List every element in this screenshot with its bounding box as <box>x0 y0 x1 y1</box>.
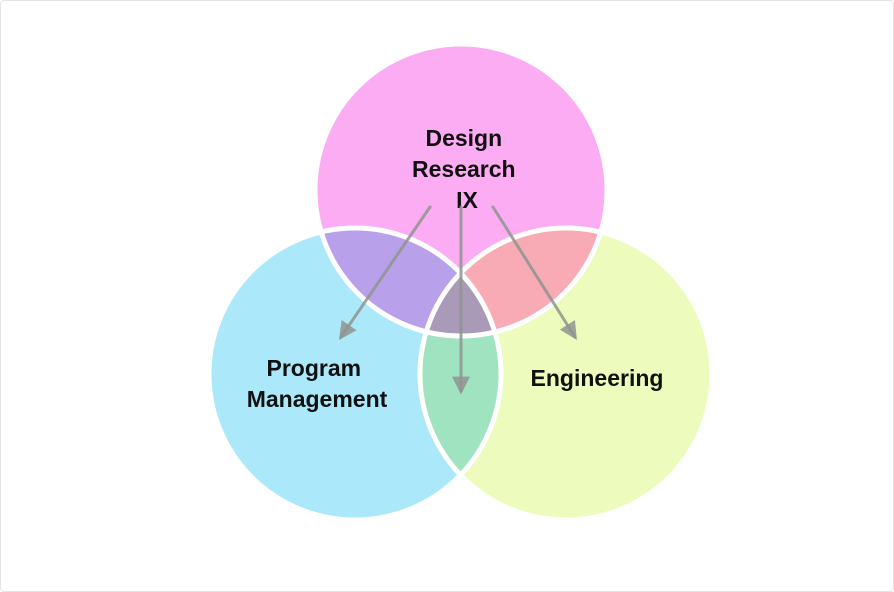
label-engineering-line-1: Engineering <box>531 365 664 391</box>
arrow-design-to-engineering <box>491 205 577 341</box>
label-program-management: Program Management <box>247 355 388 412</box>
arrow-design-to-program <box>338 205 432 340</box>
label-design-line-3: IX <box>456 187 478 213</box>
label-design-line-2: Research <box>412 156 516 182</box>
label-design-research-ix: Design Research IX <box>412 125 522 213</box>
overlap-design-program <box>315 228 501 336</box>
label-design-line-1: Design <box>425 125 502 151</box>
outline-program <box>206 225 504 523</box>
label-program-line-1: Program <box>267 355 362 381</box>
label-engineering: Engineering <box>531 365 664 391</box>
overlap-design-engineering <box>420 228 607 336</box>
outline-engineering <box>417 225 715 523</box>
label-program-line-2: Management <box>247 386 388 412</box>
